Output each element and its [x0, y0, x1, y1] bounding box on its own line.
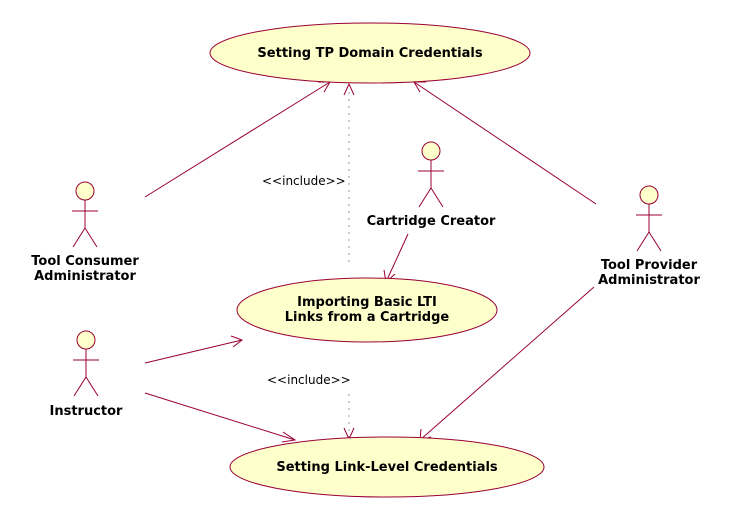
arrowhead-instructor-link-level: [281, 431, 297, 443]
actor-tool-consumer-admin-label: Tool Consumer Administrator: [15, 254, 155, 284]
include-stereotype-bottom: <<include>>: [267, 373, 351, 387]
actor-instructor[interactable]: [73, 330, 99, 397]
actor-tool-consumer-admin[interactable]: [72, 181, 98, 248]
actor-cartridge-creator-label: Cartridge Creator: [366, 214, 496, 229]
usecase-link-level-credentials[interactable]: [229, 436, 545, 498]
actor-tool-provider-admin[interactable]: [636, 185, 662, 252]
include-stereotype-top: <<include>>: [262, 174, 346, 188]
usecase-importing-label-line1: Importing Basic LTI: [297, 295, 437, 310]
assoc-tc-admin-to-tp-domain: [144, 81, 331, 198]
usecase-tp-domain-credentials[interactable]: [209, 22, 531, 84]
actor-tool-provider-admin-line2: Administrator: [598, 273, 700, 288]
usecase-tp-domain-label: Setting TP Domain Credentials: [257, 46, 483, 61]
assoc-creator-to-importing: [385, 233, 409, 283]
arrowhead-instructor-importing: [230, 335, 244, 348]
actor-tool-provider-admin-line1: Tool Provider: [600, 258, 698, 273]
usecase-importing-lti-links[interactable]: [236, 277, 498, 343]
actor-tool-consumer-admin-line2: Administrator: [34, 269, 136, 284]
actor-tool-provider-admin-label: Tool Provider Administrator: [579, 258, 719, 288]
include-arrowhead-top: [343, 82, 355, 96]
assoc-tp-admin-to-link-level: [419, 286, 595, 441]
usecase-link-level-label: Setting Link-Level Credentials: [276, 460, 498, 475]
assoc-instructor-to-importing: [144, 339, 243, 364]
actor-cartridge-creator[interactable]: [418, 141, 444, 208]
assoc-tp-admin-to-tp-domain: [413, 81, 597, 205]
usecase-importing-label-line2: Links from a Cartridge: [284, 310, 450, 325]
actor-instructor-label: Instructor: [49, 404, 123, 419]
usecase-importing-label: Importing Basic LTI Links from a Cartrid…: [237, 295, 497, 325]
actor-tool-consumer-admin-line1: Tool Consumer: [31, 254, 139, 269]
assoc-instructor-to-link-level: [144, 392, 296, 441]
